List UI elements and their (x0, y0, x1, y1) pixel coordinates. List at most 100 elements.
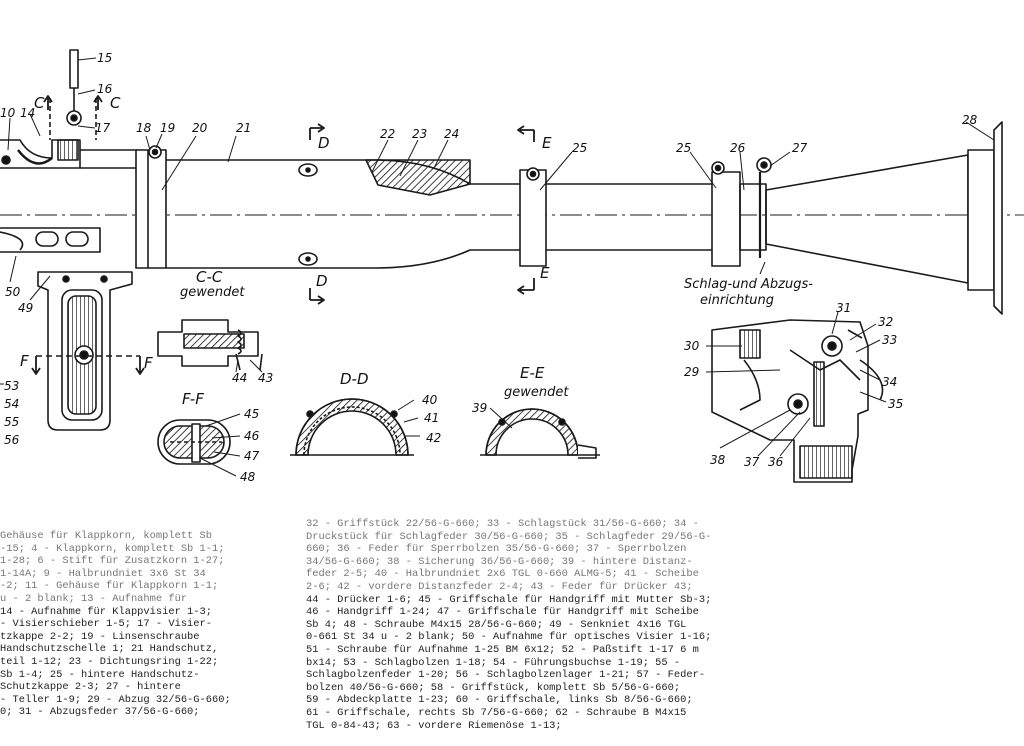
part-label: 26 (730, 141, 746, 155)
legend-line: Sb 1-4; 25 - hintere Handschutz- (0, 668, 200, 681)
part-label: 23 (412, 127, 427, 141)
part-label: 31 (836, 301, 851, 315)
part-label: 24 (444, 127, 459, 141)
section-letter: D (318, 134, 330, 152)
legend-line: feder 2-5; 40 - Halbrundniet 2x6 TGL 0-6… (306, 568, 699, 581)
part-label: 30 (684, 339, 700, 353)
part-label: 41 (424, 411, 439, 425)
section-letter: C (110, 94, 121, 112)
caption-mechanism-line1: Schlag-und Abzugs- (684, 277, 813, 292)
legend-line: u - 2 blank; 13 - Aufnahme für (0, 592, 188, 605)
legend-line: 61 - Griffschale, rechts Sb 7/56-G-660; … (306, 706, 687, 719)
pistol-grip (36, 271, 140, 431)
part-label: 25 (676, 141, 691, 155)
section-letter: F (20, 352, 29, 370)
part-label: 37 (744, 455, 760, 469)
part-label: 35 (888, 397, 903, 411)
caption-d-d-title: D-D (340, 370, 369, 388)
part-label: 25 (572, 141, 587, 155)
part-label: 53 (4, 379, 19, 393)
legend-line: 44 - Drücker 1-6; 45 - Griffschale für H… (306, 593, 712, 606)
part-label: 49 (18, 301, 33, 315)
part-label: 19 (160, 121, 175, 135)
section-letters: C C D D E E F F (20, 94, 552, 372)
legend-line: -15; 4 - Klappkorn, komplett Sb 1-1; (0, 542, 225, 555)
part-label: 34 (882, 375, 897, 389)
part-label: 50 (5, 285, 21, 299)
legend-line: 2-6; 42 - vordere Distanzfeder 2-4; 43 -… (306, 580, 693, 593)
legend-line: Schlagbolzenfeder 1-20; 56 - Schlagbolze… (306, 669, 706, 682)
caption-e-e-title: E-E (520, 364, 545, 382)
legend-line: 59 - Abdeckplatte 1-23; 60 - Griffschale… (306, 694, 693, 707)
part-label: 22 (380, 127, 395, 141)
technical-drawing: 15 16 17 10 14 18 19 20 21 22 23 24 25 2… (0, 49, 1024, 484)
part-label: 38 (710, 453, 726, 467)
section-letter: E (540, 264, 550, 282)
legend-line: 0; 31 - Abzugsfeder 37/56-G-660; (0, 706, 200, 719)
part-label: 56 (4, 433, 20, 447)
section-letter: F (144, 354, 153, 372)
part-numbers: 15 16 17 10 14 18 19 20 21 22 23 24 25 2… (0, 51, 978, 484)
legend-line: - Teller 1-9; 29 - Abzug 32/56-G-660; (0, 693, 231, 706)
caption-f-f-title: F-F (182, 390, 204, 408)
part-label: 55 (4, 415, 19, 429)
legend-line: 660; 36 - Feder für Sperrbolzen 35/56-G-… (306, 543, 687, 556)
section-arrows (31, 95, 535, 375)
legend-line: 34/56-G-660; 38 - Sicherung 36/56-G-660;… (306, 555, 693, 568)
trigger-mechanism (711, 319, 884, 483)
legend-line: 51 - Schraube für Aufnahme 1-25 BM 6x12;… (306, 643, 699, 656)
part-label: 20 (192, 121, 208, 135)
legend-line: Schutzkappe 2-3; 27 - hintere (0, 681, 181, 694)
legend-line: Druckstück für Schlagfeder 30/56-G-660; … (306, 530, 712, 543)
part-label: 44 (232, 371, 247, 385)
section-letter: D (316, 272, 328, 290)
part-label: 18 (136, 121, 152, 135)
part-label: 29 (684, 365, 699, 379)
part-label: 54 (4, 397, 19, 411)
optical-sight-mount (0, 227, 101, 253)
legend-line: teil 1-12; 23 - Dichtungsring 1-22; (0, 655, 219, 668)
section-e-e (480, 408, 600, 459)
legend-line: Handschutzschelle 1; 21 Handschutz, (0, 643, 219, 656)
part-label: 43 (258, 371, 273, 385)
caption-c-c-title: C-C (196, 268, 223, 286)
legend-line: tzkappe 2-2; 19 - Linsenschraube (0, 630, 200, 643)
section-c-c (157, 319, 263, 371)
part-label: 39 (472, 401, 487, 415)
section-f-f (157, 419, 231, 465)
part-label: 46 (244, 429, 260, 443)
caption-e-e-sub: gewendet (504, 385, 569, 400)
section-letter: E (542, 134, 552, 152)
legend-line: 32 - Griffstück 22/56-G-660; 33 - Schlag… (306, 518, 699, 530)
legend-line: 1-14A; 9 - Halbrundniet 3x6 St 34 (0, 567, 206, 580)
legend-line: - Visierschieber 1-5; 17 - Visier- (0, 618, 213, 631)
legend-line: 46 - Handgriff 1-24; 47 - Griffschale fü… (306, 606, 699, 619)
section-d-d (290, 398, 414, 456)
rear-sight (0, 49, 138, 169)
caption-mechanism-line2: einrichtung (700, 293, 774, 308)
legend-line: -2; 11 - Gehäuse für Klappkorn 1-1; (0, 580, 219, 593)
part-label: 33 (882, 333, 897, 347)
legend-line: bolzen 40/56-G-660; 58 - Griffstück, kom… (306, 681, 681, 694)
section-letter: C (34, 94, 45, 112)
leader-lines (0, 57, 995, 477)
section-captions: C-C gewendet D-D E-E gewendet F-F Schlag… (180, 268, 813, 408)
parts-legend-right: 32 - Griffstück 22/56-G-660; 33 - Schlag… (306, 518, 796, 732)
part-label: 27 (792, 141, 808, 155)
part-label: 48 (240, 470, 256, 484)
part-label: 21 (236, 121, 251, 135)
caption-c-c-sub: gewendet (180, 285, 245, 300)
part-label: 42 (426, 431, 441, 445)
part-label: 45 (244, 407, 259, 421)
parts-legend-left: Gehäuse für Klappkorn, komplett Sb-15; 4… (0, 530, 296, 719)
part-label: 17 (95, 121, 111, 135)
legend-line: Sb 4; 48 - Schraube M4x15 28/56-G-660; 4… (306, 618, 687, 631)
part-label: 40 (422, 393, 438, 407)
part-label: 14 (20, 106, 35, 120)
part-label: 15 (97, 51, 112, 65)
part-label: 32 (878, 315, 893, 329)
part-label: 10 (0, 106, 16, 120)
legend-line: TGL 0-84-43; 63 - vordere Riemenöse 1-13… (306, 719, 562, 732)
launcher-tube (135, 121, 1003, 315)
legend-line: 14 - Aufnahme für Klappvisier 1-3; (0, 605, 213, 618)
